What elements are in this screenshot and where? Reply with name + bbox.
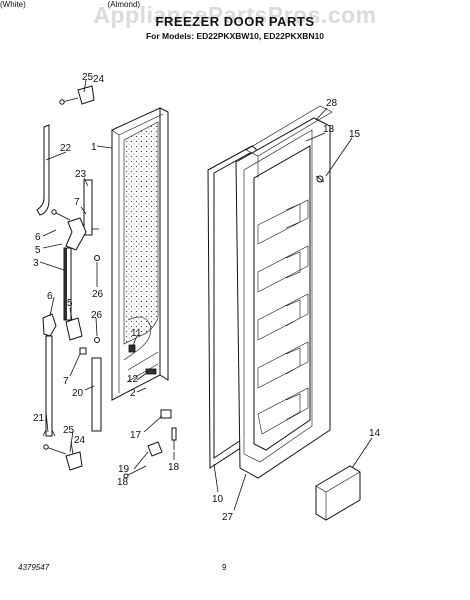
top-hinge — [59, 85, 95, 105]
callout-21: 21 — [33, 413, 45, 424]
page-number: 9 — [222, 563, 227, 572]
callout-13: 13 — [323, 124, 335, 135]
callout-7-lower: 7 — [63, 376, 69, 387]
callout-24-top: 24 — [93, 74, 105, 85]
callout-7-upper: 7 — [74, 197, 80, 208]
lower-handle-assembly — [42, 313, 102, 437]
callout-5-upper: 5 — [35, 245, 41, 256]
callout-10: 10 — [212, 494, 224, 505]
variant-almond: (Almond) — [107, 0, 140, 9]
shelf-bin — [315, 465, 361, 521]
callout-1: 1 — [91, 142, 97, 153]
callout-6-upper: 6 — [35, 232, 41, 243]
bottom-hinge — [43, 444, 83, 471]
callout-6-lower: 6 — [47, 291, 53, 302]
callout-5-lower: 5 — [67, 298, 73, 309]
callout-15: 15 — [349, 129, 361, 140]
callout-26-lower: 26 — [91, 310, 103, 321]
callout-12: 12 — [127, 374, 139, 385]
callout-20: 20 — [72, 388, 84, 399]
callout-25-bottom: 25 — [63, 425, 75, 436]
callout-3: 3 — [33, 258, 39, 269]
callout-25-top: 25 — [82, 72, 94, 83]
leader-lines — [39, 79, 373, 511]
door-liner — [235, 105, 333, 479]
callout-18-left: 18 — [117, 477, 129, 488]
document-number: 4379547 — [18, 563, 50, 572]
callout-11: 11 — [131, 328, 142, 339]
callout-23: 23 — [75, 169, 87, 180]
bottom-fittings — [123, 409, 177, 479]
callout-2: 2 — [130, 388, 136, 399]
callout-18-right: 18 — [168, 462, 180, 473]
variant-white: (White) — [0, 0, 26, 9]
callout-22: 22 — [60, 143, 72, 154]
hinge-trim-strip — [36, 124, 50, 216]
callout-19: 19 — [118, 464, 130, 475]
screw — [315, 175, 325, 183]
upper-handle-assembly — [51, 179, 100, 321]
callout-14: 14 — [369, 428, 381, 439]
model-variants: (White) (Almond) — [0, 0, 140, 9]
callout-27: 27 — [222, 512, 234, 523]
door-panel — [111, 107, 169, 401]
callout-labels: 25 24 22 1 23 7 6 5 3 26 6 5 26 11 12 2 … — [33, 72, 381, 523]
model-numbers: For Models: ED22PKXBW10, ED22PKXBN10 — [145, 31, 325, 41]
callout-26-upper: 26 — [92, 289, 104, 300]
diagram-title: FREEZER DOOR PARTS — [155, 14, 315, 29]
callout-28: 28 — [326, 98, 338, 109]
callout-17: 17 — [130, 430, 142, 441]
door-shelves — [257, 199, 309, 435]
watermark: AppliancePartsPros.com — [93, 2, 377, 28]
callout-24-bottom: 24 — [74, 435, 86, 446]
